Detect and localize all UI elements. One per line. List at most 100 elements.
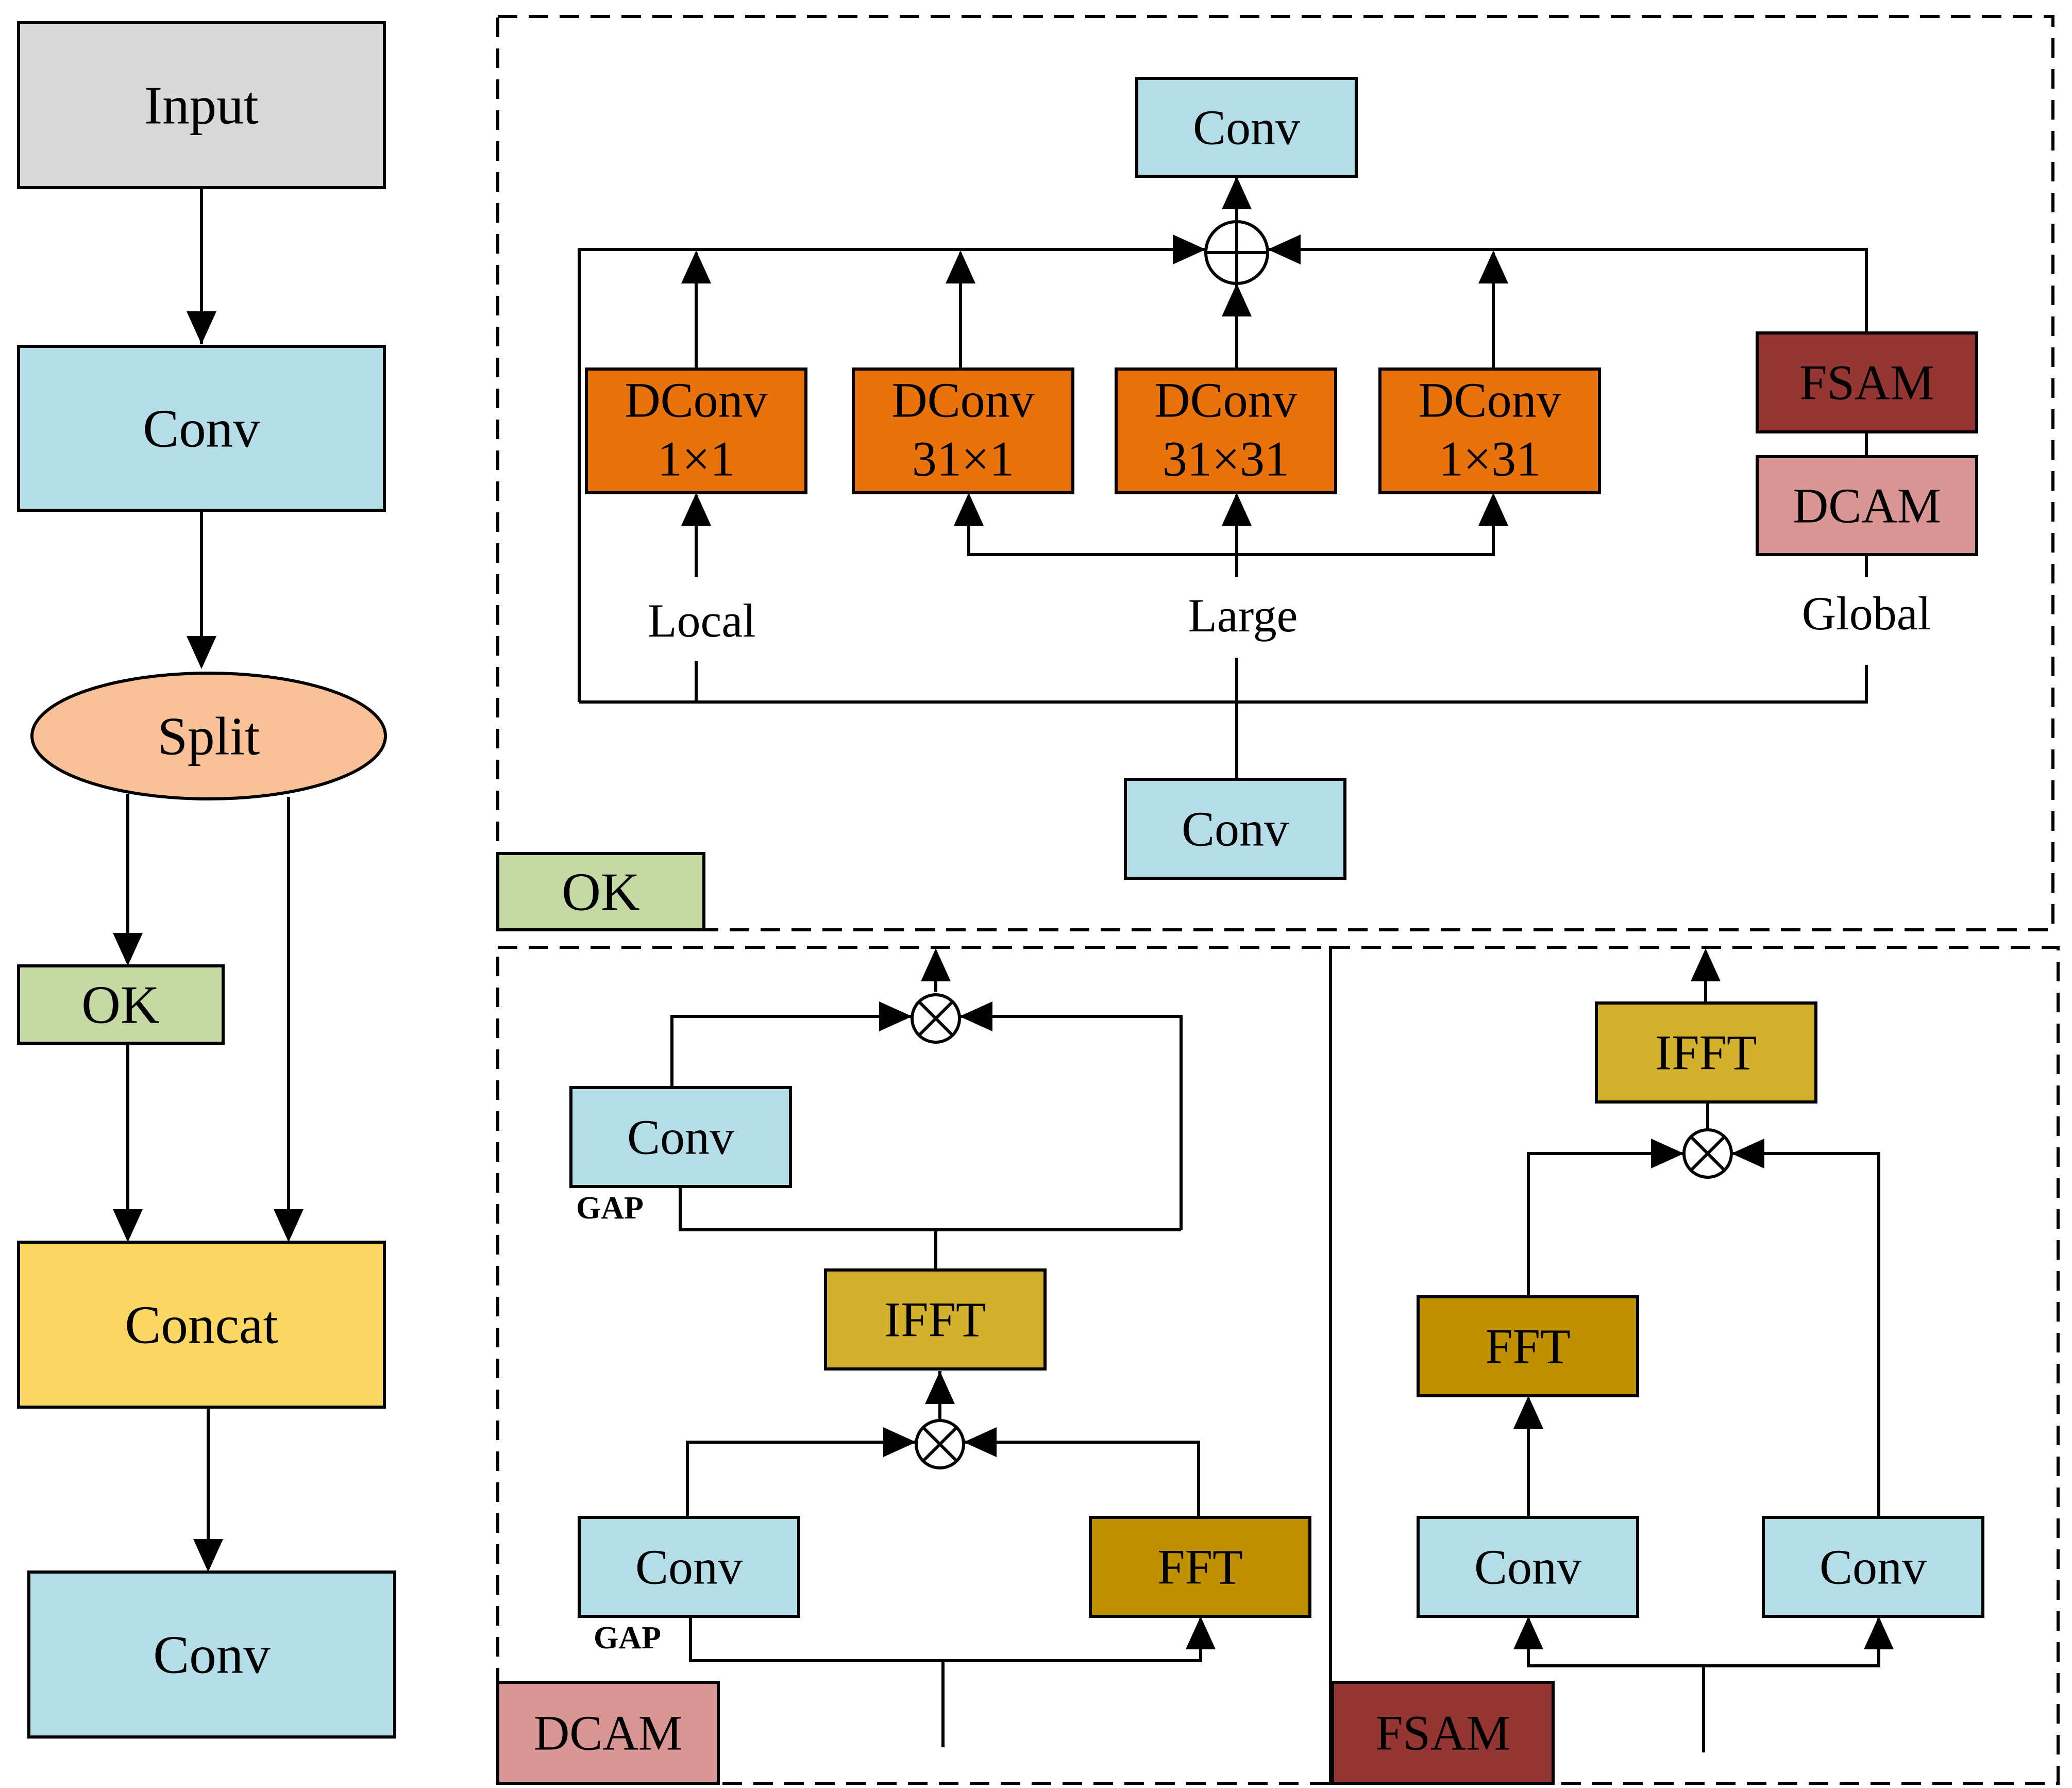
ok-conv-in-label: Conv (1182, 801, 1289, 857)
line-ifft-to-conv-upper (679, 1187, 1181, 1231)
arrowhead-icon (274, 1209, 304, 1242)
conv-bottom-label: Conv (153, 1625, 271, 1685)
dcam-ifft-label: IFFT (884, 1292, 986, 1347)
ok-dcam-label: DCAM (1793, 478, 1941, 533)
split-label: Split (158, 706, 260, 766)
dcam-fft-box (1089, 1516, 1311, 1618)
fsam-fft-box (1417, 1295, 1639, 1397)
line-global-to-sum (1268, 248, 1868, 333)
arrowhead-icon (1651, 1139, 1684, 1168)
dconv-1x1-line1: DConv (625, 373, 767, 428)
ok-module-title-box (496, 852, 705, 931)
dcam-fft-label: FFT (1157, 1540, 1242, 1595)
arrowhead-icon (681, 493, 711, 526)
conv-bottom-box (27, 1570, 396, 1739)
dconv-31x31-line2: 31×31 (1163, 431, 1289, 487)
arrowhead-icon (1478, 250, 1508, 283)
split-ellipse (30, 672, 387, 800)
dcam-module-title: DCAM (534, 1706, 682, 1761)
dconv-31x1-line1: DConv (891, 373, 1034, 428)
conv-top-label: Conv (143, 398, 260, 459)
arrowhead-icon (1173, 235, 1206, 264)
fsam-conv-left-label: Conv (1474, 1540, 1581, 1595)
ok-module-title: OK (562, 862, 640, 922)
fsam-module-border (1329, 946, 2060, 1785)
arrowhead-icon (1731, 1139, 1764, 1168)
ok-conv-out-box (1135, 77, 1358, 178)
fsam-module-title-box (1331, 1681, 1555, 1785)
ok-left-label: OK (81, 975, 160, 1035)
input-label: Input (144, 75, 259, 136)
line-large-split (967, 516, 1495, 556)
arrowhead-icon (187, 311, 216, 344)
arrowhead-icon (1222, 493, 1252, 526)
dconv-1x31-line1: DConv (1418, 373, 1561, 428)
dcam-module: DCAM Conv GAP IFFT Conv GAP FFT (496, 946, 1332, 1785)
arrowhead-icon (954, 493, 984, 526)
arrowhead-icon (113, 1209, 143, 1242)
line-input-bus-dcam (689, 1616, 1202, 1662)
arrowhead-icon (946, 250, 975, 283)
arrowhead-icon (1268, 235, 1301, 264)
line-conv-upper-to-mult (670, 1015, 912, 1088)
arrowhead-icon (1186, 1616, 1216, 1649)
line-skip-left (578, 248, 1206, 702)
arrowhead-icon (681, 250, 711, 283)
ok-module: OK Conv DConv 1×1 DConv 31×1 DConv 31×31… (496, 15, 2054, 931)
dcam-ifft-box (824, 1268, 1047, 1371)
fsam-ifft-label: IFFT (1655, 1025, 1757, 1080)
arrowhead-icon (959, 1001, 992, 1031)
conv-top-box (17, 345, 386, 512)
fsam-conv-right-label: Conv (1820, 1540, 1927, 1595)
ok-module-border (496, 15, 2054, 931)
arrowhead-icon (1513, 1396, 1543, 1429)
arrowhead-icon (921, 948, 951, 981)
dconv-1x1-line2: 1×1 (658, 431, 735, 487)
arrowhead-icon (1222, 283, 1252, 316)
fsam-fft-label: FFT (1485, 1319, 1570, 1374)
concat-label: Concat (125, 1295, 278, 1355)
arrowhead-icon (1222, 176, 1252, 209)
line-bottom-bus (579, 665, 1868, 704)
dconv-1x31-line2: 1×31 (1439, 431, 1541, 487)
dcam-conv-lower-label: Conv (635, 1540, 743, 1595)
line-fft-to-mult (964, 1441, 1200, 1517)
arrowhead-icon (964, 1427, 997, 1457)
dconv-1x1-box (585, 367, 807, 494)
dconv-31x1-box (852, 367, 1074, 494)
ok-conv-in-box (1124, 778, 1346, 880)
dconv-31x31-line1: DConv (1154, 373, 1297, 428)
line-fft-to-mult (1527, 1152, 1684, 1297)
ok-conv-out-label: Conv (1193, 100, 1300, 155)
left-pipeline: Input Conv Split OK Concat Conv (17, 21, 396, 1739)
ok-fsam-label: FSAM (1799, 355, 1934, 410)
dcam-module-title-box (496, 1681, 720, 1785)
input-box (17, 21, 386, 189)
ok-dcam-box (1756, 455, 1978, 556)
dcam-gap-upper-label: GAP (576, 1191, 644, 1226)
dconv-31x1-line2: 31×1 (912, 431, 1014, 487)
line-right-to-mult (959, 1015, 1183, 1230)
label-local: Local (648, 594, 755, 647)
label-global: Global (1802, 587, 1931, 640)
line-conv-right-to-mult (1731, 1152, 1880, 1517)
arrowhead-icon (879, 1001, 912, 1031)
dcam-conv-upper-label: Conv (627, 1110, 734, 1165)
arrowhead-icon (187, 636, 216, 669)
label-large: Large (1188, 589, 1298, 642)
arrowhead-icon (193, 1539, 223, 1572)
fsam-module-title: FSAM (1375, 1706, 1510, 1761)
arrowhead-icon (113, 933, 143, 966)
fsam-conv-left-box (1417, 1516, 1639, 1618)
dconv-1x31-box (1378, 367, 1601, 494)
arrowhead-icon (1691, 948, 1721, 981)
dcam-gap-lower-label: GAP (594, 1620, 661, 1656)
fsam-ifft-box (1595, 1001, 1817, 1104)
multiply-node-icon-x2 (917, 1000, 954, 1037)
concat-box (17, 1241, 386, 1409)
multiply-node-icon-x2 (1689, 1135, 1726, 1172)
ok-box-left (17, 964, 225, 1045)
multiply-node-icon-x2 (921, 1426, 958, 1463)
line-conv-lower-to-mult (686, 1441, 916, 1517)
